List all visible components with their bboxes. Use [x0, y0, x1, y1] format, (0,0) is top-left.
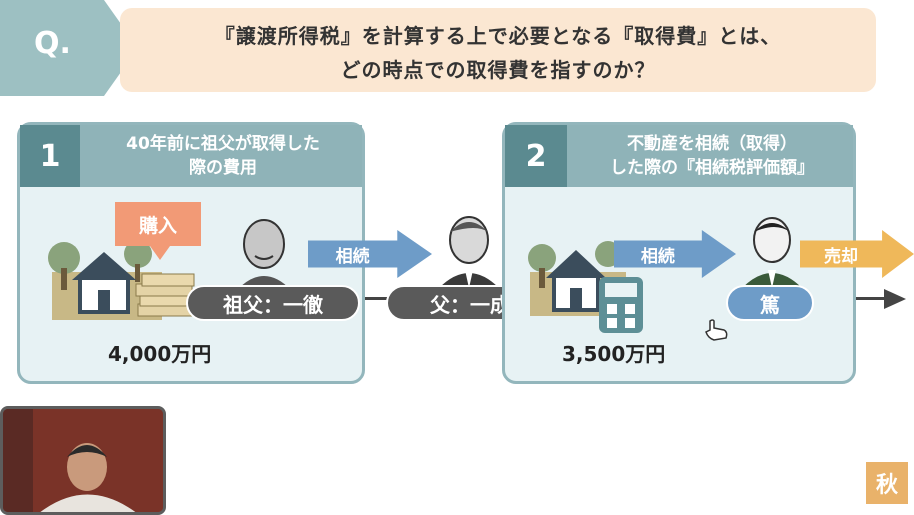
question-tab: [0, 0, 138, 96]
presenter-silhouette-icon: [3, 409, 163, 512]
father-avatar-icon: [439, 216, 499, 288]
panel-1-number: 1: [20, 125, 80, 187]
timeline-arrowhead: [884, 289, 906, 309]
question-line-2: どの時点での取得費を指すのか？: [340, 58, 656, 82]
panel-1-title-line1: 40年前に祖父が取得した: [126, 134, 320, 154]
purchase-label-tail: [150, 246, 170, 260]
calculator-icon: [599, 277, 643, 333]
son-name-pill: 篤: [726, 285, 814, 321]
question-line-1: 『譲渡所得税』を計算する上で必要となる『取得費』とは、: [214, 24, 782, 48]
inherit-arrow-2-label: 相続: [640, 246, 675, 267]
money-stack-icon: [135, 273, 197, 317]
panel-1-amount: 4,000万円: [108, 342, 212, 366]
panel-1-title-line2: 際の費用: [189, 158, 257, 178]
channel-logo-badge: 秋: [866, 462, 908, 504]
purchase-label: 購入: [115, 202, 201, 246]
panel-2-number: 2: [505, 125, 567, 187]
question-label: Q.: [34, 26, 71, 61]
panel-2-title-line1: 不動産を相続（取得）: [627, 134, 797, 154]
son-avatar-icon: [742, 217, 802, 288]
house-icon-2: [528, 241, 626, 316]
sell-arrow-label: 売却: [824, 246, 859, 267]
question-box: 『譲渡所得税』を計算する上で必要となる『取得費』とは、 どの時点での取得費を指す…: [120, 8, 876, 92]
panel-2-amount: 3,500万円: [562, 342, 666, 366]
hand-cursor-icon: [705, 319, 728, 341]
presenter-video: [0, 406, 166, 515]
panel-2-title-line2: した際の『相続税評価額』: [610, 158, 814, 178]
inherit-arrow-1-label: 相続: [335, 246, 370, 267]
grandfather-avatar-icon: [237, 219, 291, 290]
grandfather-name-pill: 祖父：一徹: [186, 285, 360, 321]
